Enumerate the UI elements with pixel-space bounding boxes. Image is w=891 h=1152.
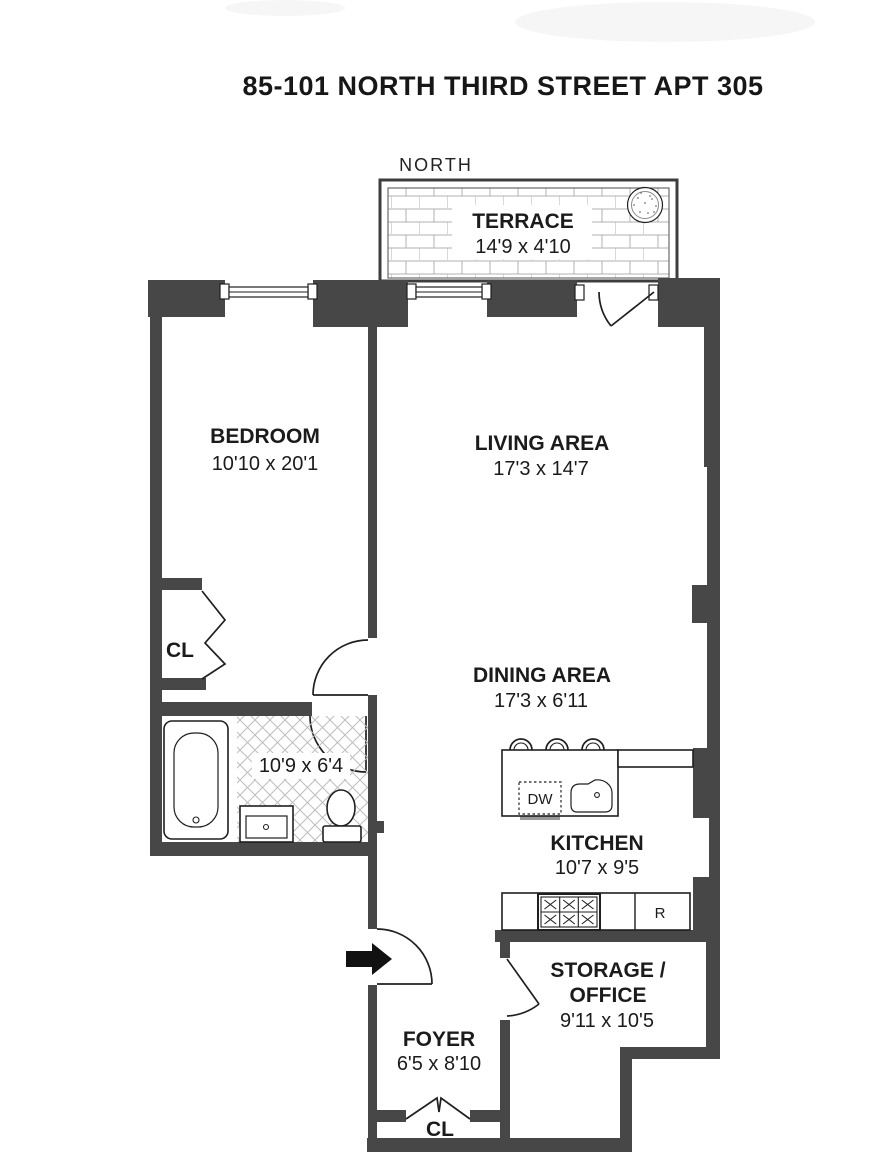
watermark-smudge bbox=[225, 0, 815, 42]
living-area-label: LIVING AREA bbox=[475, 432, 610, 455]
north-label: NORTH bbox=[399, 155, 473, 175]
dining-area-dims: 17'3 x 6'11 bbox=[494, 690, 588, 712]
wall-segment bbox=[150, 678, 206, 690]
bathroom-dims-plate bbox=[252, 753, 350, 779]
wall-segment bbox=[500, 942, 510, 958]
kitchen-dims: 10'7 x 9'5 bbox=[555, 857, 639, 879]
terrace-door bbox=[574, 284, 659, 327]
bedroom-hall-door bbox=[312, 639, 369, 696]
storage-door bbox=[506, 958, 540, 1017]
toilet bbox=[322, 789, 362, 843]
wall-segment bbox=[704, 327, 720, 467]
wall-segment bbox=[620, 1059, 632, 1150]
bedroom-dims: 10'10 x 20'1 bbox=[212, 453, 319, 475]
wall-column bbox=[692, 585, 720, 623]
wall-segment bbox=[706, 942, 720, 1047]
wall-segment bbox=[150, 578, 202, 590]
kitchen-fixtures: DW R bbox=[501, 738, 694, 931]
terrace: TERRACE 14'9 x 4'10 bbox=[378, 178, 679, 283]
island-base-shadow bbox=[520, 814, 560, 820]
walls bbox=[148, 278, 720, 1152]
wall-segment bbox=[495, 930, 720, 942]
wall-segment bbox=[148, 280, 225, 317]
hall-closet-bifold-door bbox=[201, 590, 227, 680]
bar-stools bbox=[509, 738, 605, 751]
terrace-dims: 14'9 x 4'10 bbox=[475, 236, 571, 258]
entry-door bbox=[376, 928, 433, 985]
windows bbox=[219, 283, 492, 300]
living-window bbox=[406, 283, 492, 300]
wall-segment bbox=[368, 695, 377, 929]
wall-segment bbox=[470, 1110, 510, 1122]
bathtub bbox=[163, 720, 229, 840]
bedroom-window bbox=[219, 283, 318, 300]
wall-segment bbox=[658, 278, 720, 327]
storage-dims: 9'11 x 10'5 bbox=[560, 1010, 654, 1032]
foyer-closet-bifold-door bbox=[405, 1096, 471, 1120]
kitchen-peninsula-counter bbox=[617, 749, 694, 768]
cafe-table bbox=[626, 186, 664, 224]
hall-closet-label: CL bbox=[166, 639, 194, 662]
living-area-dims: 17'3 x 14'7 bbox=[493, 458, 589, 480]
wall-segment bbox=[620, 1047, 720, 1059]
wall-segment bbox=[150, 702, 312, 716]
wall-segment bbox=[367, 1138, 632, 1152]
wall-segment bbox=[150, 842, 377, 856]
wall-segment bbox=[709, 818, 720, 877]
wall-column bbox=[693, 748, 720, 818]
dining-area-label: DINING AREA bbox=[473, 664, 611, 687]
bathroom: 10'9 x 6'4 bbox=[163, 716, 368, 843]
storage-label-line2: OFFICE bbox=[570, 984, 647, 1007]
foyer-dims: 6'5 x 8'10 bbox=[397, 1053, 481, 1075]
stove bbox=[537, 893, 601, 931]
wall-segment bbox=[707, 467, 720, 585]
terrace-label: TERRACE bbox=[472, 210, 574, 233]
wall-pipe-stub bbox=[377, 821, 384, 833]
wall-segment bbox=[368, 1110, 406, 1122]
wall-segment bbox=[368, 985, 377, 1138]
bathroom-dims: 10'9 x 6'4 bbox=[259, 755, 343, 777]
page-title: 85-101 NORTH THIRD STREET APT 305 bbox=[242, 71, 763, 101]
foyer-label: FOYER bbox=[403, 1028, 475, 1051]
dishwasher: DW bbox=[518, 781, 562, 815]
bedroom-label: BEDROOM bbox=[210, 425, 320, 448]
entry-arrow-icon bbox=[346, 943, 392, 975]
dishwasher-label: DW bbox=[528, 791, 554, 808]
terrace-label-plate bbox=[452, 205, 592, 259]
wall-segment bbox=[707, 623, 720, 750]
wall-segment bbox=[368, 325, 377, 638]
wall-column bbox=[693, 877, 720, 930]
refrigerator-label: R bbox=[655, 905, 666, 922]
kitchen-label: KITCHEN bbox=[550, 832, 643, 855]
foyer-closet-label: CL bbox=[426, 1118, 454, 1141]
storage-label-line1: STORAGE / bbox=[550, 959, 665, 982]
wall-segment bbox=[500, 1020, 510, 1142]
wall-segment bbox=[487, 280, 577, 317]
vanity-sink bbox=[239, 805, 294, 843]
island-sink bbox=[570, 779, 613, 813]
room-labels: BEDROOM 10'10 x 20'1 LIVING AREA 17'3 x … bbox=[166, 425, 666, 1141]
refrigerator: R bbox=[634, 893, 666, 930]
wall-segment bbox=[313, 280, 408, 327]
